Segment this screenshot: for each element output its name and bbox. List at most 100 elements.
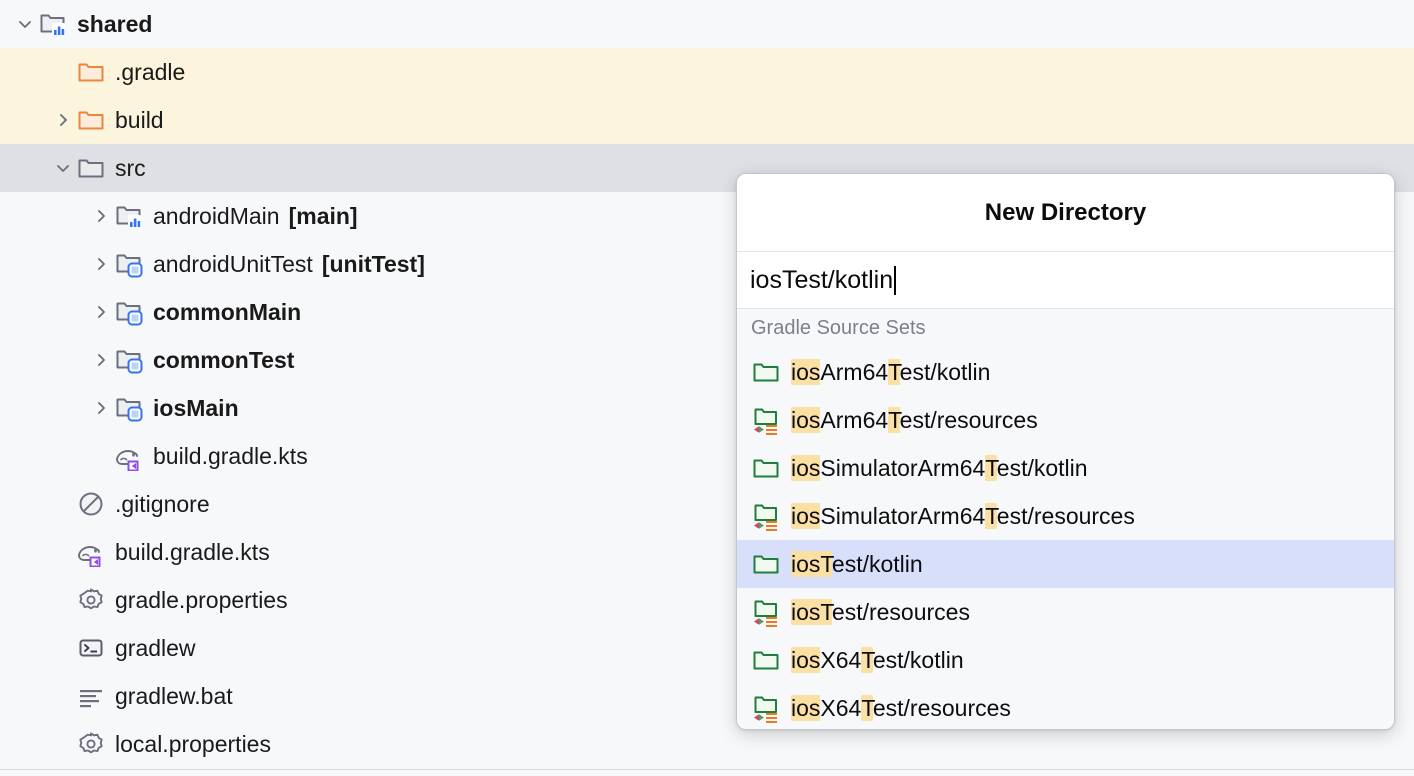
shell-script-icon — [76, 633, 106, 663]
match-highlight: iosT — [791, 598, 832, 625]
suggestion-item[interactable]: iosSimulatorArm64Test/kotlin — [737, 444, 1394, 492]
orange-folder-icon — [76, 105, 106, 135]
suggestion-item-label: iosX64Test/kotlin — [791, 646, 964, 673]
new-directory-popup: New Directory iosTest/kotlin Gradle Sour… — [736, 173, 1395, 730]
suggestion-item[interactable]: iosArm64Test/kotlin — [737, 348, 1394, 396]
source-root-folder-icon — [114, 393, 144, 423]
match-highlight: ios — [791, 502, 821, 529]
tree-row-label: iosMain — [153, 394, 239, 421]
match-highlight: T — [985, 454, 997, 481]
tree-row-gitignore[interactable]: .gitignore — [0, 480, 1414, 528]
chevron-placeholder — [50, 59, 76, 85]
match-highlight: T — [888, 406, 900, 433]
directory-name-input[interactable]: iosTest/kotlin — [737, 252, 1394, 309]
suggestion-item[interactable]: iosTest/resources — [737, 588, 1394, 636]
popup-title: New Directory — [737, 174, 1394, 252]
green-folder-icon — [751, 453, 781, 483]
tree-row-label: shared — [77, 10, 153, 37]
suggestion-item-label: iosArm64Test/resources — [791, 406, 1038, 433]
tree-row-build-gradle-kts[interactable]: build.gradle.kts — [0, 432, 1414, 480]
tree-row-label: src — [115, 154, 146, 181]
chevron-placeholder — [50, 731, 76, 757]
tree-row-suffix: [main] — [288, 202, 358, 229]
suggestion-item-label: iosTest/kotlin — [791, 550, 923, 577]
tree-row-gradle[interactable]: .gradle — [0, 48, 1414, 96]
tree-row-label: gradlew — [115, 634, 196, 661]
tree-row-label: build.gradle.kts — [153, 442, 308, 469]
tree-row-label: androidMain — [153, 202, 280, 229]
gradle-kts-icon — [76, 537, 106, 567]
chevron-placeholder — [50, 539, 76, 565]
gradle-kts-icon — [114, 441, 144, 471]
chevron-right-icon[interactable] — [50, 107, 76, 133]
tree-row-build-gradle-kts[interactable]: build.gradle.kts — [0, 528, 1414, 576]
source-root-folder-icon — [114, 345, 144, 375]
chevron-right-icon[interactable] — [88, 347, 114, 373]
tree-row-gradlew[interactable]: gradlew — [0, 624, 1414, 672]
chevron-right-icon[interactable] — [88, 299, 114, 325]
tree-row-label: .gitignore — [115, 490, 210, 517]
directory-name-input-value: iosTest/kotlin — [750, 265, 894, 294]
orange-folder-icon — [76, 57, 106, 87]
tree-row-label: build.gradle.kts — [115, 538, 270, 565]
chevron-placeholder — [88, 443, 114, 469]
match-highlight: iosT — [791, 550, 832, 577]
chevron-placeholder — [50, 683, 76, 709]
tree-row-androidmain[interactable]: androidMain [main] — [0, 192, 1414, 240]
suggestion-item[interactable]: iosX64Test/kotlin — [737, 636, 1394, 684]
tree-row-label: local.properties — [115, 730, 271, 757]
chevron-right-icon[interactable] — [88, 395, 114, 421]
suggestion-item-label: iosArm64Test/kotlin — [791, 358, 991, 385]
chevron-down-icon[interactable] — [50, 155, 76, 181]
properties-icon — [76, 585, 106, 615]
suggestion-list[interactable]: iosArm64Test/kotlin iosArm64Test/resource… — [737, 348, 1394, 729]
tree-row-gradle-properties[interactable]: gradle.properties — [0, 576, 1414, 624]
tree-row-label: commonTest — [153, 346, 295, 373]
tree-row-local-properties[interactable]: local.properties — [0, 720, 1414, 768]
suggestion-item[interactable]: iosSimulatorArm64Test/resources — [737, 492, 1394, 540]
tree-row-commonmain[interactable]: commonMain — [0, 288, 1414, 336]
properties-icon — [76, 729, 106, 759]
green-folder-icon — [751, 549, 781, 579]
tree-row-label: androidUnitTest — [153, 250, 313, 277]
suggestion-item-label: iosTest/resources — [791, 598, 970, 625]
suggestion-item[interactable]: iosX64Test/resources — [737, 684, 1394, 729]
tree-row-label: commonMain — [153, 298, 302, 325]
chevron-right-icon[interactable] — [88, 251, 114, 277]
tree-row-androidunittest[interactable]: androidUnitTest[unitTest] — [0, 240, 1414, 288]
chevron-placeholder — [50, 587, 76, 613]
tree-row-build[interactable]: build — [0, 96, 1414, 144]
module-folder-icon — [38, 9, 68, 39]
match-highlight: ios — [791, 694, 821, 721]
green-resources-folder-icon — [751, 597, 781, 627]
tree-row-label: .gradle — [115, 58, 186, 85]
chevron-right-icon[interactable] — [88, 203, 114, 229]
gray-folder-icon — [76, 153, 106, 183]
match-highlight: ios — [791, 358, 821, 385]
match-highlight: ios — [791, 406, 821, 433]
module-folder-icon — [114, 201, 144, 231]
source-root-folder-icon — [114, 249, 144, 279]
chevron-placeholder — [50, 491, 76, 517]
tree-row-iosmain[interactable]: iosMain — [0, 384, 1414, 432]
tree-row-label: gradlew.bat — [115, 682, 233, 709]
green-resources-folder-icon — [751, 501, 781, 531]
tree-row-label: gradle.properties — [115, 586, 288, 613]
green-resources-folder-icon — [751, 405, 781, 435]
green-resources-folder-icon — [751, 693, 781, 723]
green-folder-icon — [751, 357, 781, 387]
match-highlight: T — [861, 694, 873, 721]
tree-row-shared[interactable]: shared — [0, 0, 1414, 48]
suggestion-item[interactable]: iosTest/kotlin — [737, 540, 1394, 588]
gitignore-icon — [76, 489, 106, 519]
match-highlight: T — [985, 502, 997, 529]
source-root-folder-icon — [114, 297, 144, 327]
green-folder-icon — [751, 645, 781, 675]
suggestion-item[interactable]: iosArm64Test/resources — [737, 396, 1394, 444]
chevron-placeholder — [50, 635, 76, 661]
tree-row-commontest[interactable]: commonTest — [0, 336, 1414, 384]
chevron-down-icon[interactable] — [12, 11, 38, 37]
match-highlight: T — [861, 646, 873, 673]
text-file-icon — [76, 681, 106, 711]
tree-row-gradlew-bat[interactable]: gradlew.bat — [0, 672, 1414, 720]
